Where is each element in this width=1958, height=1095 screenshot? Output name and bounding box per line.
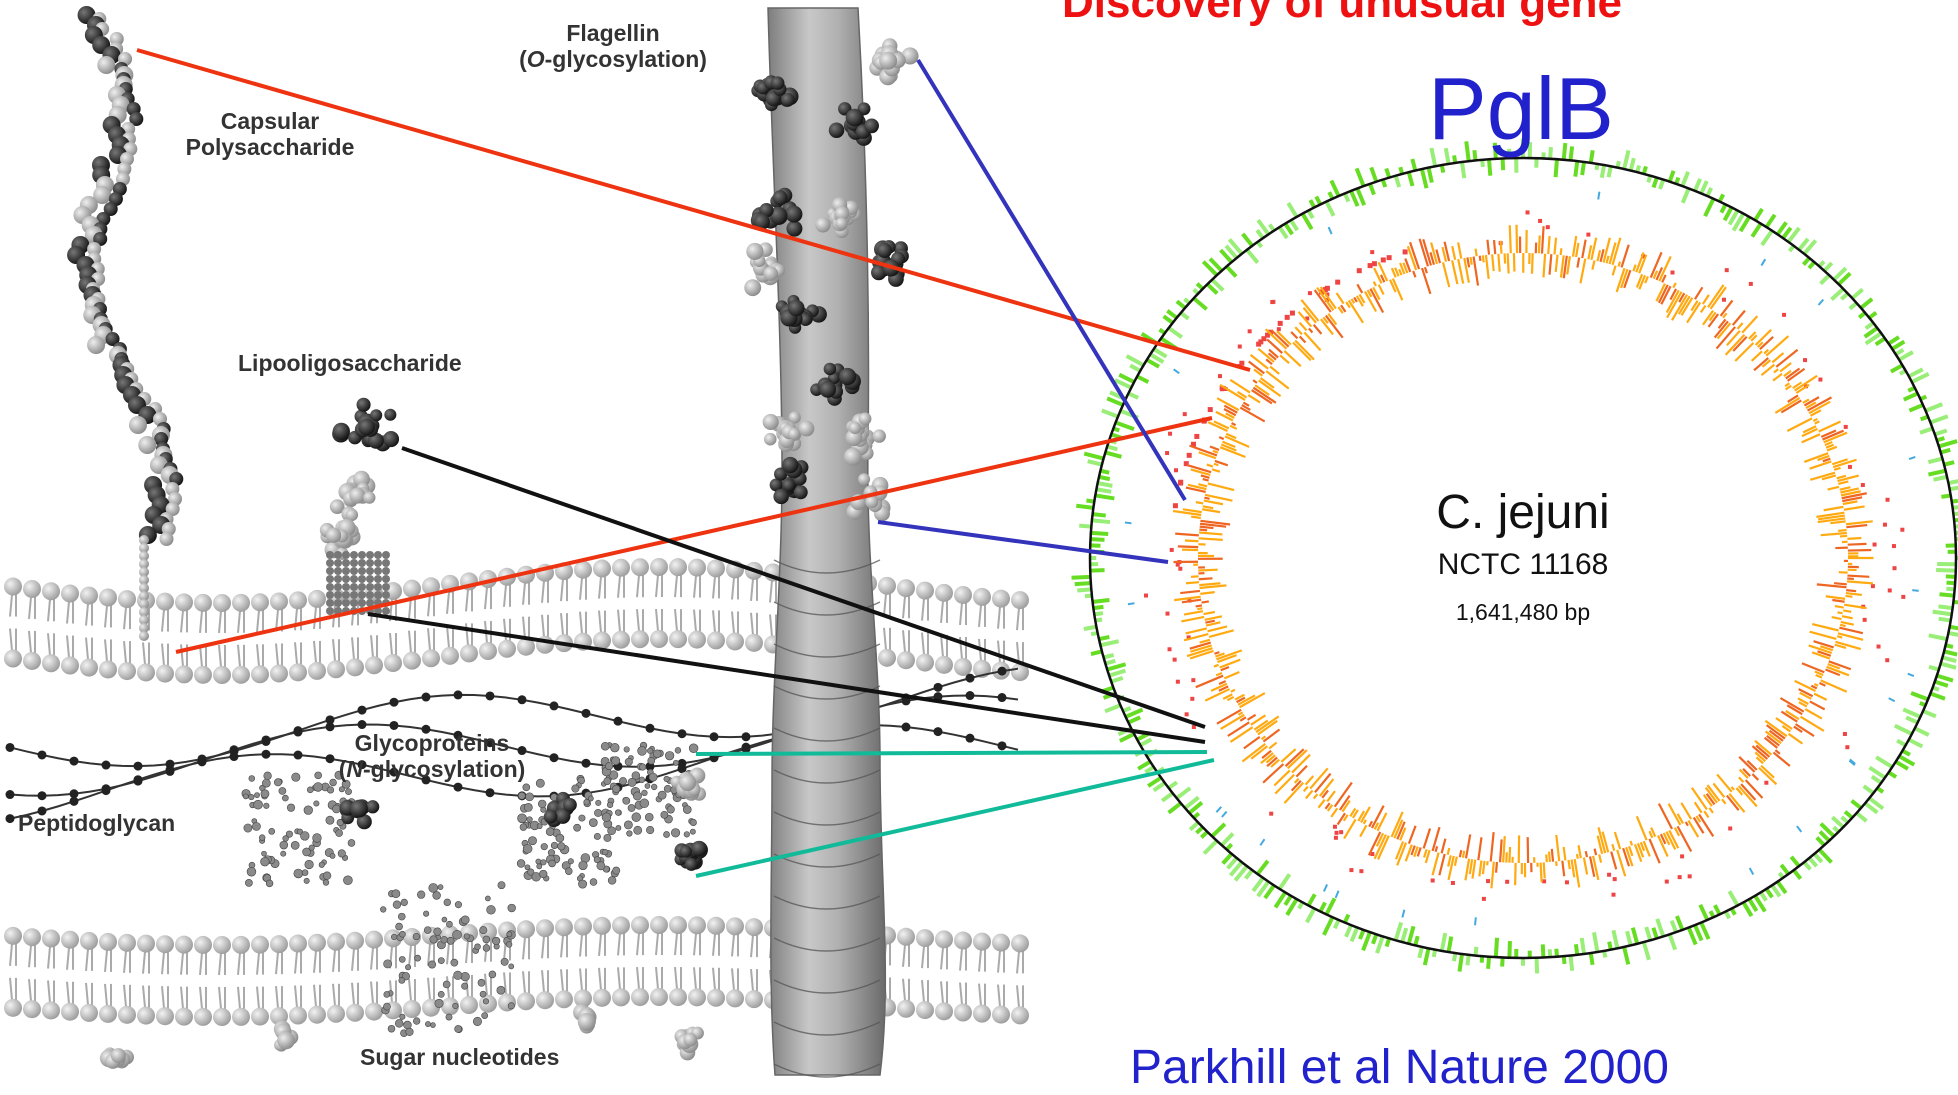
capsular-line2: Polysaccharide xyxy=(170,134,370,160)
flagellin-sub-italic: O xyxy=(527,46,545,72)
glyco-sub-italic: N xyxy=(346,756,363,782)
peptidoglycan-label: Peptidoglycan xyxy=(18,810,175,836)
genome-strain: NCTC 11168 xyxy=(1413,548,1633,582)
glycoproteins-subtitle: (N-glycosylation) xyxy=(312,756,552,782)
glycoproteins-label: Glycoproteins (N-glycosylation) xyxy=(312,730,552,783)
flagellin-title: Flagellin xyxy=(493,20,733,46)
capsular-polysaccharide-label: Capsular Polysaccharide xyxy=(170,108,370,161)
lipooligosaccharide-icon xyxy=(320,398,399,615)
headline: Discovery of unusual gene xyxy=(1062,0,1622,28)
capsule-connector-line xyxy=(137,50,1250,370)
glyco-sub-suffix: -glycosylation) xyxy=(363,756,525,782)
genome-size: 1,641,480 bp xyxy=(1413,599,1633,626)
capsular-polysaccharide-icon xyxy=(67,6,183,641)
flagellin-sub-suffix: -glycosylation) xyxy=(545,46,707,72)
flagellin-label: Flagellin (O-glycosylation) xyxy=(493,20,733,73)
sugar-nucleotides-label: Sugar nucleotides xyxy=(360,1044,559,1070)
flagellin-sub-prefix: ( xyxy=(519,46,527,72)
flagellin-bottom-connector-line xyxy=(878,522,1168,562)
flagellin-top-connector-line xyxy=(918,60,1185,500)
gene-name: PglB xyxy=(1428,58,1614,160)
glycoproteins-title: Glycoproteins xyxy=(312,730,552,756)
citation: Parkhill et al Nature 2000 xyxy=(1130,1040,1669,1095)
capsular-line1: Capsular xyxy=(170,108,370,134)
lipooligosaccharide-label: Lipooligosaccharide xyxy=(238,350,462,376)
flagellum-icon xyxy=(768,8,885,1077)
glycoprotein-top-connector-line xyxy=(696,752,1207,754)
genome-organism: C. jejuni xyxy=(1413,485,1633,540)
flagellin-subtitle: (O-glycosylation) xyxy=(493,46,733,72)
